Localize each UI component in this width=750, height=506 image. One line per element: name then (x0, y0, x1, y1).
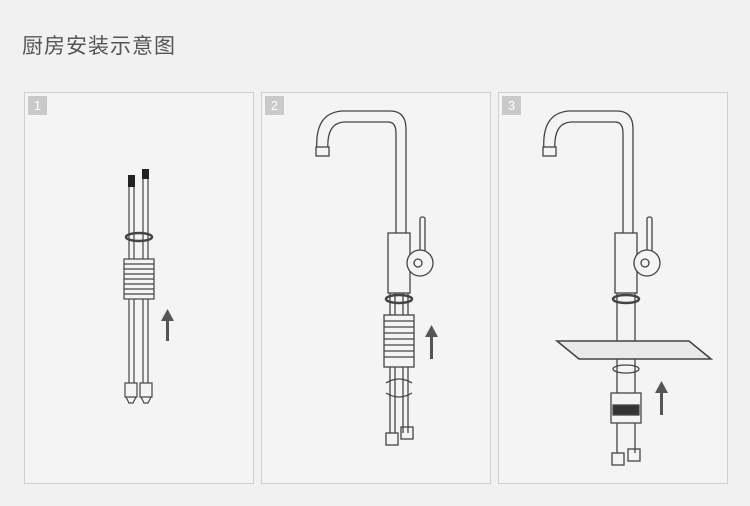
step-3-illustration (542, 110, 714, 466)
step-number-badge: 3 (502, 96, 521, 115)
step-1-panel: 1 (24, 92, 254, 484)
step-3-panel: 3 (498, 92, 728, 484)
step-1-illustration (123, 169, 174, 404)
step-number-badge: 1 (28, 96, 47, 115)
page-title: 厨房安装示意图 (22, 34, 176, 58)
step-2-panel: 2 (261, 92, 491, 484)
step-2-illustration (315, 110, 438, 446)
step-number-badge: 2 (265, 96, 284, 115)
